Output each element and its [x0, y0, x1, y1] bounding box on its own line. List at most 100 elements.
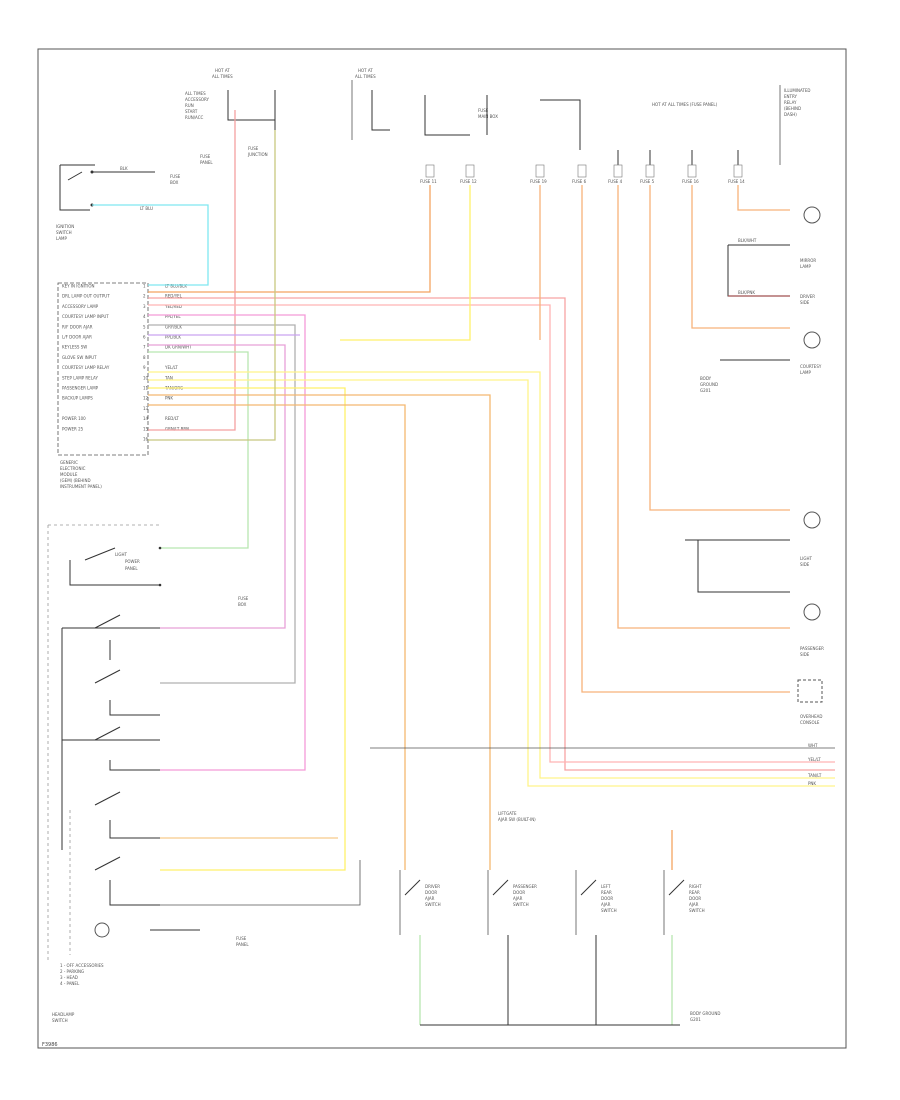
gem-pin-wire: GRY/BLK [165, 324, 182, 329]
gem-pin-number: 2 [143, 294, 146, 299]
lamp-label-4b: SIDE [800, 652, 810, 657]
svg-text:BLK: BLK [120, 166, 128, 171]
gem-pin-number: 12 [143, 396, 149, 401]
gem-pin-number: 6 [143, 335, 146, 340]
right-wire-label: WHT [808, 743, 818, 748]
gem-pin-wire: TAN [164, 375, 173, 380]
gem-pin-number: 3 [143, 304, 146, 309]
headlamp-label-0: HEADLAMP [52, 1012, 75, 1017]
fuse-symbol [687, 164, 697, 178]
gem-pin-label: BACKUP LAMPS [62, 396, 93, 401]
svg-text:PANEL: PANEL [200, 160, 213, 165]
gem-pin-number: 9 [143, 365, 146, 370]
svg-text:BOX: BOX [170, 180, 179, 185]
svg-text:POWER: POWER [125, 559, 140, 564]
door-header-1: AJAR SW (BUILT-IN) [498, 817, 536, 822]
right-wire-label: PNK [808, 781, 816, 786]
ground-label-0: BODY [700, 376, 712, 381]
gem-pin-label: STEP LAMP RELAY [62, 375, 98, 380]
footer-code: F3986 [42, 1042, 58, 1048]
door-sw-2c: DOOR [601, 896, 613, 901]
svg-text:ALL TIMES: ALL TIMES [185, 91, 206, 96]
gem-pin-number: 13 [143, 406, 149, 411]
gem-pin-number: 11 [143, 386, 149, 391]
door-sw-1a: PASSENGER [513, 884, 537, 889]
fuse-symbol [465, 164, 475, 178]
top-label-2b: ALL TIMES [355, 74, 376, 79]
gem-pin-label: KEYLESS SW [62, 345, 87, 350]
door-sw-0d: SWITCH [425, 902, 441, 907]
fuse-symbol [535, 164, 545, 178]
gem-pin-wire: YEL/RED [164, 304, 182, 309]
wires [92, 110, 835, 1026]
lamp-label-2b: LAMP [800, 370, 812, 375]
headlamp-label-1: SWITCH [52, 1018, 68, 1023]
top-label-3a: FUSE [478, 108, 489, 113]
right-top-0: ILLUMINATED [784, 88, 810, 93]
ignition-switch-label-0: IGNITION [56, 224, 74, 229]
stub-wire-1: BLK/PNK [738, 290, 755, 295]
gem-pin-number: 1 [143, 284, 146, 289]
lamp-label-2a: COURTESY [800, 364, 822, 369]
gem-pin-label: COURTESY LAMP RELAY [62, 365, 110, 370]
svg-text:FUSE: FUSE [248, 146, 259, 151]
gem-pin-number: 16 [143, 437, 149, 442]
gem-pin-label: GLOVE SW INPUT [62, 355, 97, 360]
gem-pin-label: L/F DOOR AJAR [62, 335, 92, 340]
lamp-label-1a: DRIVER [800, 294, 815, 299]
door-sw-1c: AJAR [513, 896, 523, 901]
lamp-label-4a: PASSENGER [800, 646, 824, 651]
stub-wire-0: BLK/WHT [738, 238, 757, 243]
svg-text:ACCESSORY: ACCESSORY [185, 97, 210, 102]
legend-3: 4 - PANEL [60, 981, 80, 986]
gem-pin-wire: PPL/BLK [165, 335, 181, 340]
fuse-symbol [645, 164, 655, 178]
lamp-label-3a: LIGHT [800, 556, 813, 561]
door-sw-1b: DOOR [513, 890, 525, 895]
fuse-header: HOT AT ALL TIMES (FUSE PANEL) [652, 102, 718, 107]
gem-pin-number: 10 [143, 375, 149, 380]
top-label-2a: HOT AT [358, 68, 373, 73]
legend-2: 3 - HEAD [60, 975, 78, 980]
gem-pin-wire: RED/YEL [165, 294, 183, 299]
legend-1: 2 - PARKING [60, 969, 84, 974]
gem-pin-wire: PPL/YEL [165, 314, 181, 319]
gem-pin-label: COURTESY LAMP INPUT [62, 314, 109, 319]
fuse-symbol [577, 164, 587, 178]
right-top-2: RELAY [784, 100, 797, 105]
right-top-1: ENTRY [784, 94, 797, 99]
svg-text:BODY GROUND: BODY GROUND [690, 1011, 720, 1016]
right-wire-label: YEL/LT [807, 757, 821, 762]
door-sw-2b: REAR [601, 890, 612, 895]
door-header-0: LIFTGATE [498, 811, 517, 816]
gem-label-4: INSTRUMENT PANEL) [60, 484, 102, 489]
lamp-label-0b: LAMP [800, 264, 812, 269]
fuse-label: FUSE 5 [640, 179, 655, 184]
gem-label-0: GENERIC [60, 460, 78, 465]
right-top-3: (BEHIND [784, 106, 801, 111]
ignition-switch-label-2: LAMP [56, 236, 68, 241]
gem-pin-wire: PNK [165, 396, 173, 401]
svg-text:LIGHT: LIGHT [115, 552, 128, 557]
gem-pin-number: 7 [143, 345, 146, 350]
lamp-label-3b: SIDE [800, 562, 810, 567]
svg-text:BOX: BOX [238, 602, 247, 607]
fuse-panel: ALL TIMES ACCESSORY RUN START RUN/ACC FU… [185, 80, 810, 184]
gem-pin-wire: RED/LT [165, 416, 179, 421]
fuse-symbol [733, 164, 743, 178]
gem-pin-wire: DK GRN/WHT [165, 345, 192, 350]
lamp-label-0a: MIRROR [800, 258, 816, 263]
gem-pin-label: POWER 100 [62, 416, 86, 421]
gem-pin-number: 8 [143, 355, 146, 360]
gem-module: GENERIC ELECTRONIC MODULE (GEM) (BEHIND … [57, 282, 192, 489]
gem-label-3: (GEM) (BEHIND [60, 478, 91, 483]
door-ajar-switches: LIFTGATE AJAR SW (BUILT-IN) DRIVER DOOR … [399, 811, 720, 1022]
gem-pin-label: KEY IN IGNITION [62, 284, 95, 289]
gem-pin-wire: LT BLU/BLK [165, 284, 187, 289]
fuse-symbol [425, 164, 435, 178]
door-sw-3d: AJAR [689, 902, 699, 907]
svg-text:FUSE: FUSE [238, 596, 249, 601]
svg-text:PANEL: PANEL [125, 566, 138, 571]
lamp-label-5a: OVERHEAD [800, 714, 822, 719]
door-sw-2e: SWITCH [601, 908, 617, 913]
